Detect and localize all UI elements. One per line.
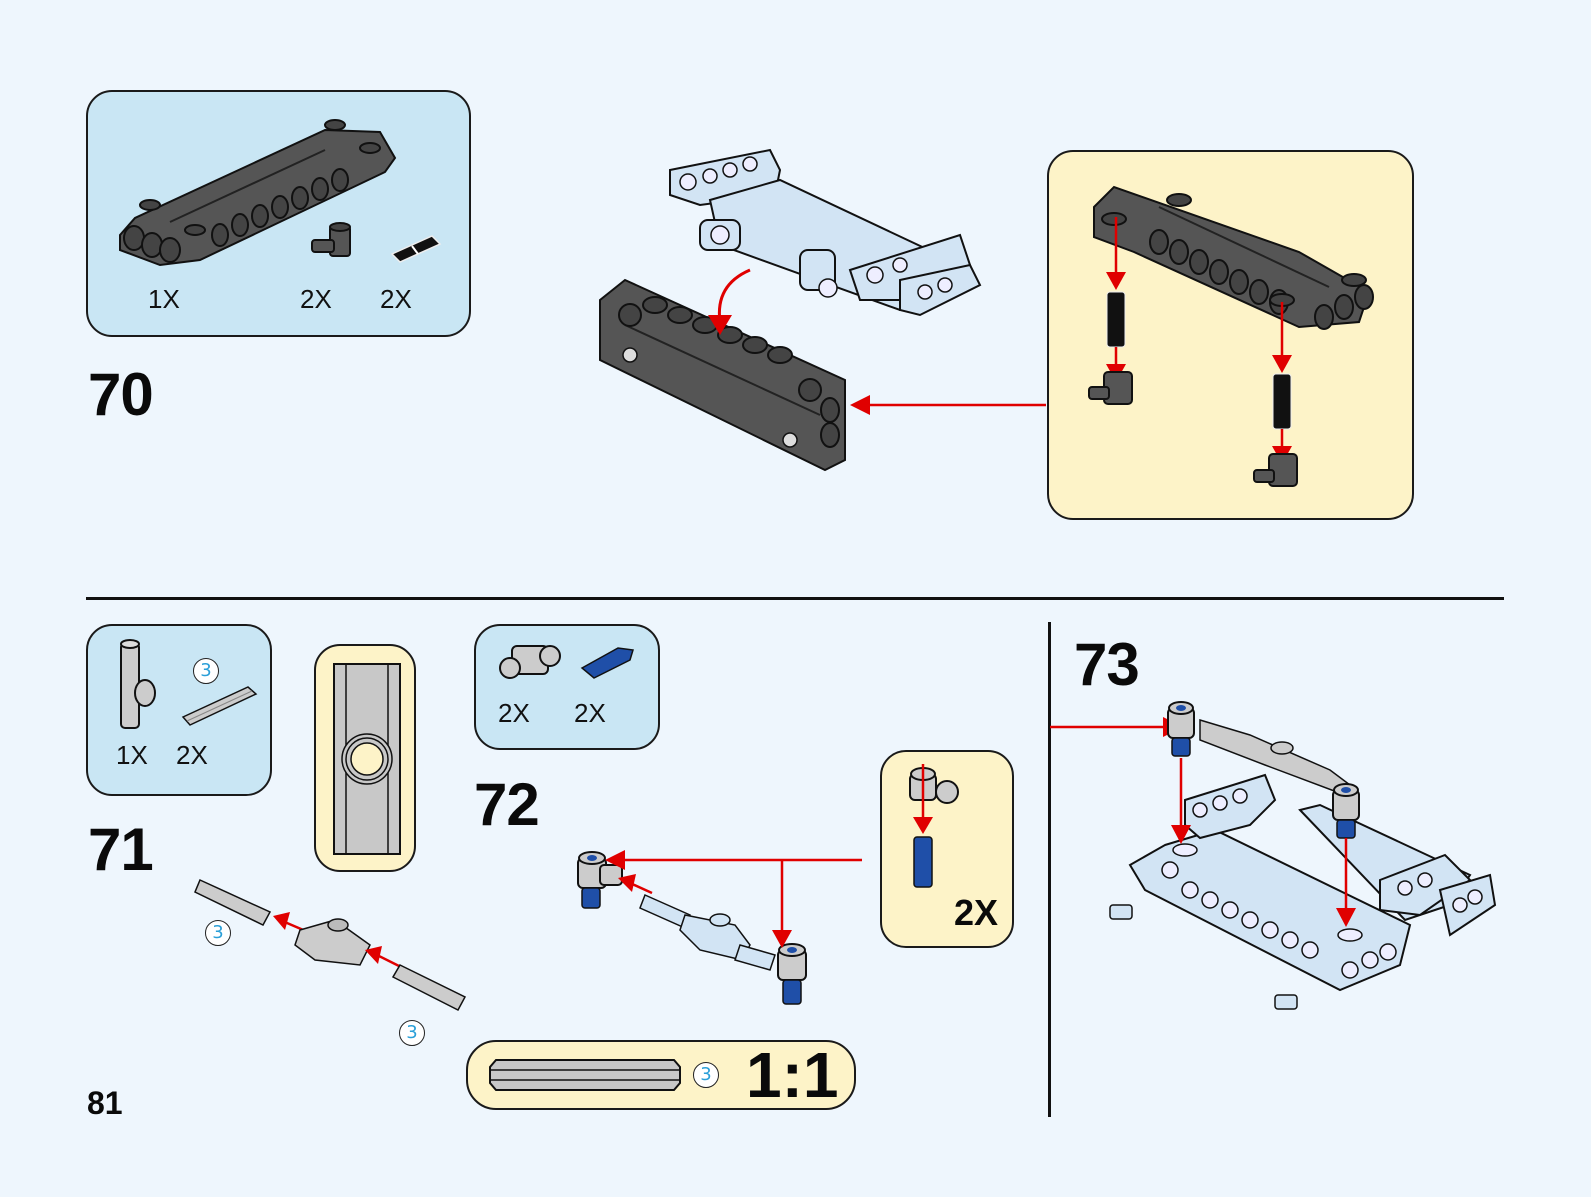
step-70-callout xyxy=(1047,150,1414,520)
connector-pin-subassembly-icon xyxy=(909,764,959,888)
step-number-72: 72 xyxy=(474,771,540,838)
axle-connector-qty: 1X xyxy=(116,740,148,770)
axle-pin-connector-gray-icon xyxy=(499,645,561,679)
right-axle-length-badge: 3 xyxy=(399,1020,425,1046)
axle-length-badge: 3 xyxy=(193,658,219,684)
blue-pin-qty: 2X xyxy=(574,698,606,728)
scale-length-badge: 3 xyxy=(693,1062,719,1088)
panel-qty: 1X xyxy=(148,284,180,314)
axle-pin-blue-icon xyxy=(580,647,634,679)
step-71-assembly-illustration xyxy=(194,878,467,1012)
section-divider-horizontal xyxy=(86,597,1504,600)
pin-qty: 2X xyxy=(380,284,412,314)
step-73-assembly-illustration xyxy=(1050,701,1497,1010)
connector-gray-qty: 2X xyxy=(498,698,530,728)
step-71-parts-box: 3 1X 2X xyxy=(86,624,272,796)
step-70-assembly-illustration xyxy=(599,148,982,472)
axle-1to1-icon xyxy=(489,1059,681,1091)
axle-3-icon xyxy=(181,686,258,726)
axle-connector-top-view-icon xyxy=(333,663,401,855)
step-number-73: 73 xyxy=(1074,631,1140,698)
connector-qty: 2X xyxy=(300,284,332,314)
step-number-70: 70 xyxy=(88,361,154,428)
callout-subassembly-illustration xyxy=(1088,185,1374,487)
step-number-71: 71 xyxy=(88,816,154,883)
axle-connector-icon xyxy=(120,639,156,729)
axle-connector-detail-callout xyxy=(314,644,416,872)
step-72-parts-box: 2X 2X xyxy=(474,624,660,750)
scale-ratio-label: 1:1 xyxy=(746,1039,839,1111)
section-divider-vertical xyxy=(1048,622,1051,1117)
left-axle-length-badge: 3 xyxy=(205,920,231,946)
black-pin-icon xyxy=(390,235,442,263)
callout-to-assembly-arrow xyxy=(850,395,1046,415)
step-70-parts-box: 1X 2X 2X xyxy=(86,90,471,337)
panel-plate-icon xyxy=(119,119,397,267)
step-72-callout: 2X xyxy=(880,750,1014,948)
axle-qty: 2X xyxy=(176,740,208,770)
step-72-assembly-illustration xyxy=(577,850,862,1005)
axle-pin-connector-icon xyxy=(311,222,351,257)
axle-scale-reference: 3 1:1 xyxy=(466,1039,856,1111)
page-number: 81 xyxy=(87,1085,123,1121)
callout-multiplier: 2X xyxy=(954,892,999,933)
